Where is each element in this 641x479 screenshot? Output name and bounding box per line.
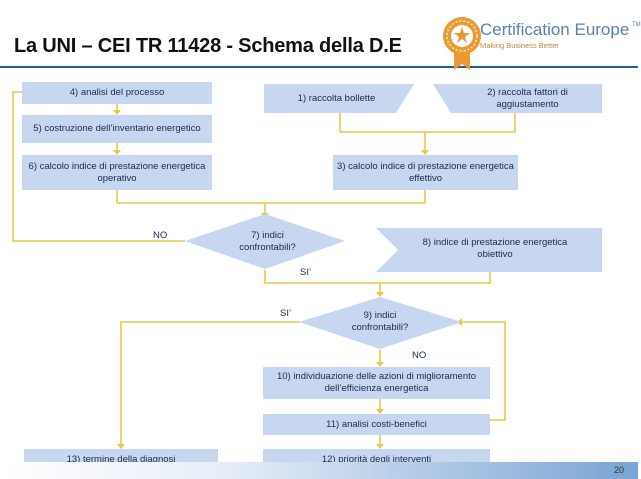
- step-6-box: 6) calcolo indice di prestazione energet…: [22, 155, 212, 190]
- brand-name: Certification Europe: [480, 20, 630, 39]
- connector-loop-9: [462, 321, 506, 421]
- step-8-label: 8) indice di prestazione energetica obie…: [422, 237, 568, 260]
- step-9-decision-shape: [299, 297, 462, 349]
- decision-7-no-label: NO: [153, 230, 168, 241]
- decision-7-si-label: SI’: [300, 267, 312, 278]
- step-7-label: 7) indici confrontabili?: [239, 230, 296, 253]
- step-3-box: 3) calcolo indice di prestazione energet…: [333, 155, 518, 190]
- step-4-box: 4) analisi del processo: [22, 82, 212, 104]
- page-number: 20: [613, 465, 624, 475]
- title-divider: [0, 66, 638, 68]
- step-5-box: 5) costruzione dell’inventario energetic…: [22, 115, 212, 143]
- step-2-label: 2) raccolta fattori di aggiustamento: [487, 86, 568, 110]
- brand-logo: Certification Europe TM Making Business …: [480, 20, 641, 50]
- connector-9-si-13: [120, 321, 300, 444]
- connector-7-no-loop: [12, 91, 185, 242]
- step-1-shape: [264, 84, 414, 113]
- step-8-shape: [376, 228, 602, 272]
- decision-9-si-label: SI’: [280, 308, 292, 319]
- trademark-mark: TM: [632, 22, 641, 28]
- decision-9-no-label: NO: [412, 350, 427, 361]
- connector-7-si: [264, 270, 381, 292]
- step-2-shape: [433, 84, 602, 113]
- connector-8-9: [380, 272, 491, 284]
- step-9-label: 9) indici confrontabili?: [351, 310, 409, 333]
- footer-bar: [0, 462, 638, 479]
- step-1-label: 1) raccolta bollette: [297, 92, 376, 104]
- page-title: La UNI – CEI TR 11428 - Schema della D.E: [14, 35, 402, 57]
- step-10-box: 10) individuazione delle azioni di migli…: [263, 367, 490, 399]
- step-7-decision-shape: [185, 214, 345, 269]
- brand-tagline: Making Business Better: [480, 41, 559, 50]
- step-11-box: 11) analisi costi-benefici: [263, 414, 490, 435]
- certification-seal-icon: [443, 17, 481, 70]
